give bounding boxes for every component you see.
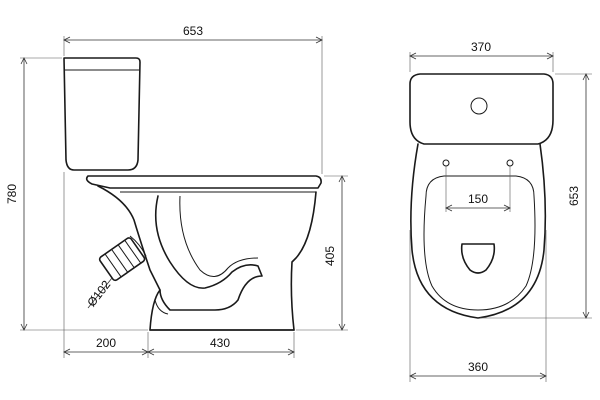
dim-tank-width: 370 [471,40,491,54]
top-seat [423,175,536,311]
drain-opening [460,243,496,274]
cistern-tank [63,57,141,171]
seat-rim [85,175,322,189]
dim-overall-depth: 653 [567,186,581,206]
dim-base-depth: 430 [210,336,230,350]
flush-button-icon [470,97,488,115]
top-bowl [410,143,547,319]
dim-line-outlet-diameter [87,277,113,309]
top-tank [409,73,554,145]
dim-outlet-diameter: Ø102 [84,277,113,309]
hinge-right-icon [506,159,514,167]
dim-outlet-offset: 200 [96,336,116,350]
dim-seat-height: 405 [323,246,337,266]
dim-overall-height: 780 [5,184,19,204]
dim-hinge-spacing: 150 [468,192,488,206]
dim-overall-width: 653 [183,24,203,38]
foot-detail [154,299,169,315]
outlet-neck [129,235,147,257]
bowl-outer [97,185,317,331]
hinge-left-icon [442,159,450,167]
top-view: 150 370 653 360 [409,40,592,382]
side-view: 653 780 405 200 430 Ø102 [5,24,348,358]
outlet-pipe [98,237,146,282]
dim-bowl-width: 360 [468,360,488,374]
bowl-water-line [179,195,259,277]
trapway [154,195,263,311]
